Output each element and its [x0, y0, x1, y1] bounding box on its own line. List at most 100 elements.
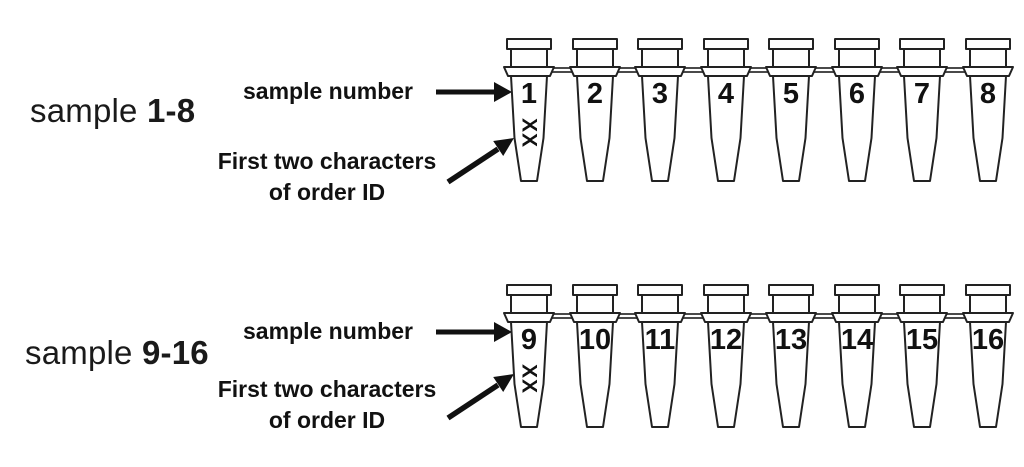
pcr-tube: 15: [896, 284, 948, 428]
arrow-up-right-icon: [446, 138, 514, 185]
tube-cap-lid: [637, 38, 683, 50]
tube-body: [968, 75, 1007, 182]
tube-flange: [568, 312, 621, 323]
tube-cap-lid: [833, 284, 880, 296]
tube-number: 2: [586, 78, 602, 110]
tube-number: 15: [906, 324, 938, 356]
tube-cap-body: [772, 48, 810, 68]
strip-connector-bar: [529, 67, 986, 73]
annotation-order-id-line2: of order ID: [268, 406, 386, 433]
tube-cap-body: [968, 48, 1007, 68]
tube-cap-lid: [571, 284, 618, 296]
pcr-tube: 5: [765, 38, 817, 182]
tube-flange: [634, 66, 686, 77]
tube-cap-body: [510, 294, 548, 314]
tube-cap-body: [575, 294, 614, 314]
tube-cap-body: [903, 48, 941, 68]
tube-flange: [830, 66, 883, 77]
tube-cap-lid: [833, 38, 880, 50]
tube-cap-lid: [964, 284, 1011, 296]
tube-body: [575, 75, 614, 182]
tube-cap-body: [837, 48, 876, 68]
tube-cap-lid: [768, 38, 814, 50]
order-id-mark: XX: [518, 118, 541, 148]
tube-cap-lid: [899, 38, 945, 50]
tube-number: 12: [709, 324, 741, 356]
annotation-sample-number: sample number: [243, 318, 413, 344]
tube-cap-lid: [571, 38, 618, 50]
tube-flange: [634, 312, 686, 323]
pcr-tube: 4: [699, 38, 752, 182]
strip-connector-bar: [529, 313, 986, 319]
tube-number: 6: [848, 78, 864, 110]
tube-number: 1: [521, 78, 537, 110]
tube-flange: [568, 66, 621, 77]
sample-range-label: sample 1-8: [30, 92, 195, 130]
tube-cap-body: [903, 294, 941, 314]
tube-body: [641, 321, 679, 428]
tube-body: [510, 321, 548, 428]
tube-cap-body: [968, 294, 1007, 314]
tube-body: [837, 75, 876, 182]
pcr-tube: 9 XX: [503, 284, 555, 428]
tube-cap-body: [510, 48, 548, 68]
annotation-order-id: First two characters of order ID: [202, 374, 452, 435]
tube-flange: [961, 66, 1014, 77]
pcr-tube: 1 XX: [503, 38, 555, 182]
tube-cap-body: [575, 48, 614, 68]
tube-cap-lid: [702, 284, 749, 296]
tube-flange: [896, 66, 948, 77]
tube-number: 14: [840, 324, 872, 356]
tube-number: 7: [914, 78, 930, 110]
tube-cap-body: [706, 294, 745, 314]
pcr-tube: 11: [634, 284, 686, 428]
tube-body: [772, 75, 810, 182]
tube-body: [706, 75, 745, 182]
tube-flange: [503, 312, 555, 323]
sample-range-label: sample 9-16: [25, 334, 209, 372]
tube-body: [903, 321, 941, 428]
pcr-tube: 10: [568, 284, 621, 428]
pcr-tube: 6: [830, 38, 883, 182]
tube-strip-1-8: 1 XX 2 3 4 5 6: [496, 37, 1024, 187]
tube-strip-9-16: 9 XX 10 11 12 13 14: [496, 283, 1024, 433]
tube-body: [706, 321, 745, 428]
pcr-tube: 8: [961, 38, 1014, 182]
tube-cap-lid: [964, 38, 1011, 50]
order-id-mark: XX: [518, 364, 541, 394]
annotation-sample-number: sample number: [243, 78, 413, 104]
tube-cap-body: [706, 48, 745, 68]
tube-cap-lid: [506, 284, 552, 296]
tube-cap-lid: [702, 38, 749, 50]
sample-range-label-regular: sample: [25, 334, 142, 371]
annotation-order-id-line1: First two characters: [217, 148, 437, 174]
tube-cap-lid: [899, 284, 945, 296]
sample-range-label-bold: 1-8: [146, 92, 196, 129]
tube-cap-lid: [768, 284, 814, 296]
tube-cap-body: [837, 294, 876, 314]
pcr-tube: 2: [568, 38, 621, 182]
tube-body: [575, 321, 614, 428]
pcr-tube: 12: [699, 284, 752, 428]
tube-body: [772, 321, 810, 428]
tube-number: 11: [645, 324, 676, 356]
tube-cap-lid: [637, 284, 683, 296]
annotation-order-id-line1: First two characters: [217, 376, 437, 402]
annotation-order-id: First two characters of order ID: [202, 146, 452, 207]
tube-number: 3: [652, 78, 668, 110]
tube-number: 5: [783, 78, 799, 110]
pcr-tube: 14: [830, 284, 883, 428]
tube-flange: [961, 312, 1014, 323]
tube-flange: [765, 66, 817, 77]
pcr-tube: 3: [634, 38, 686, 182]
tube-flange: [896, 312, 948, 323]
tube-flange: [830, 312, 883, 323]
tube-flange: [699, 66, 752, 77]
pcr-tube: 7: [896, 38, 948, 182]
tube-number: 9: [521, 324, 537, 356]
sample-range-label-bold: 9-16: [141, 334, 209, 371]
tube-number: 8: [979, 78, 995, 110]
tube-cap-body: [641, 48, 679, 68]
pcr-tube: 16: [961, 284, 1014, 428]
